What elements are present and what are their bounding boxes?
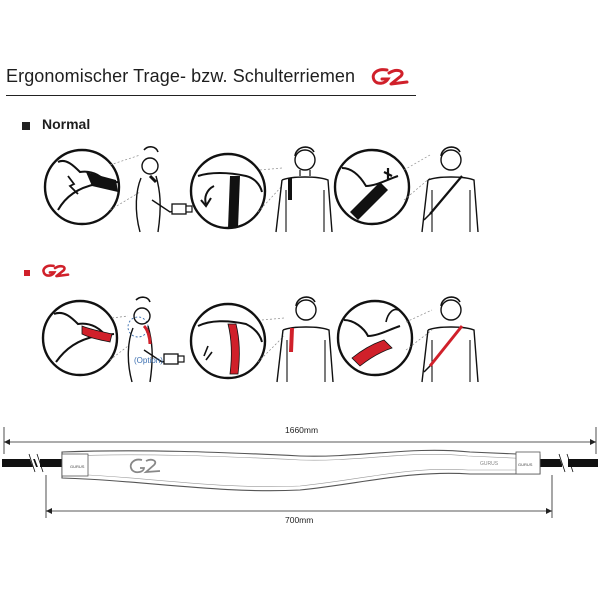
slip-arrow-icon	[204, 185, 215, 205]
normal-scene-2	[189, 146, 333, 233]
option-note: (Option)	[134, 356, 163, 365]
section-g2-marker	[24, 270, 30, 276]
g2-logo	[371, 68, 409, 86]
total-length-label: 1660mm	[285, 425, 319, 435]
section-normal-label: Normal	[42, 116, 91, 132]
pressure-icon	[383, 168, 393, 180]
g2-scene-1	[41, 296, 185, 383]
normal-scene-1	[43, 146, 193, 233]
end-tab-right-text: GURUS	[518, 462, 533, 467]
pain-bolt-icon	[67, 175, 79, 195]
normal-scene-3	[333, 146, 479, 233]
g2-scene-3	[336, 296, 479, 383]
section-normal-marker	[22, 122, 30, 130]
pad-g2-logo	[129, 458, 145, 474]
end-tab-left-text: GURUS	[70, 464, 85, 469]
pad-brand-text: GURUS	[480, 461, 499, 467]
strap-diagram: GURUS GURUS GURUS	[2, 427, 598, 518]
title-underline	[6, 95, 416, 96]
g2-scene-2	[189, 296, 334, 383]
page-title: Ergonomischer Trage- bzw. Schulterriemen	[6, 66, 356, 86]
pad-length-label: 700mm	[285, 515, 314, 525]
g2-section-logo	[42, 264, 70, 278]
